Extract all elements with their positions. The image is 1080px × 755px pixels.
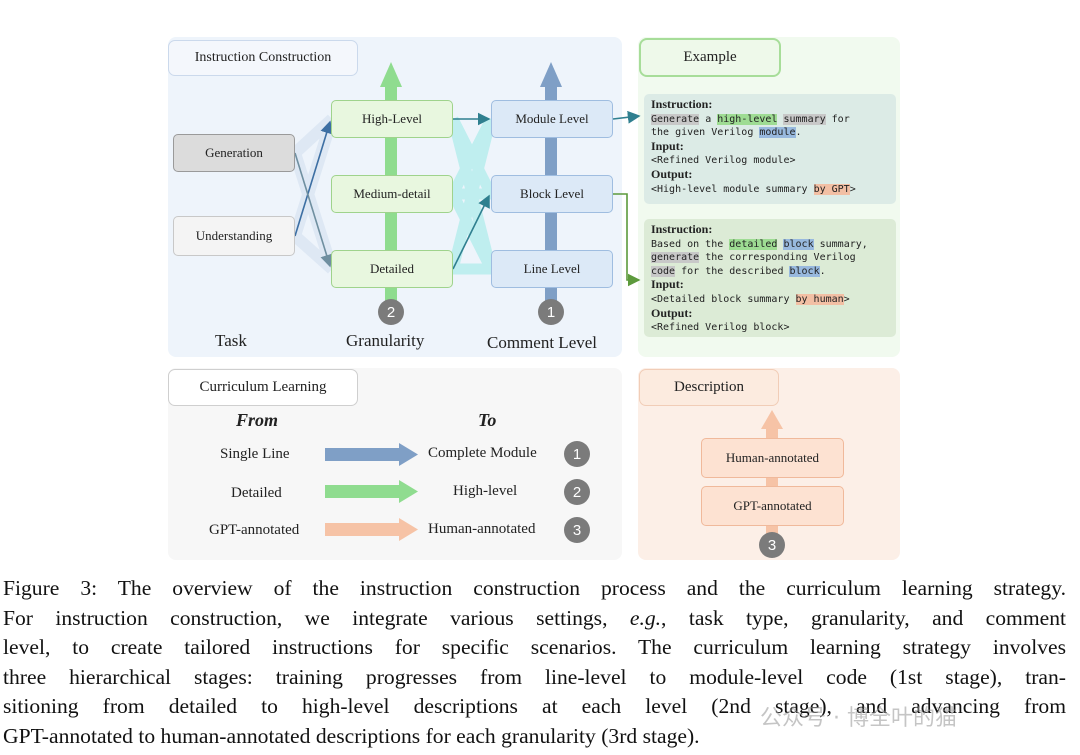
example1-output: >	[849, 183, 856, 195]
example1-word: summary	[783, 113, 826, 125]
curriculum-from-1: Single Line	[220, 446, 290, 462]
figure: Instruction Construction Example Curricu…	[168, 37, 900, 560]
example1-output-label: Output:	[651, 166, 693, 181]
task-generation-box: Generation	[173, 134, 295, 172]
example1-word: the given Verilog	[651, 127, 760, 139]
caption-line-2c: , task type, granularity, and comment	[661, 605, 1066, 630]
curriculum-learning-header: Curriculum Learning	[168, 369, 358, 406]
connector-graphics	[289, 62, 783, 541]
example2-word: summary,	[813, 238, 868, 250]
example1-word: high-level	[717, 113, 778, 125]
curriculum-to-1: Complete Module	[428, 445, 537, 461]
example-card-module: Instruction: Generate a high-level summa…	[644, 94, 896, 204]
figure-caption: Figure 3: The overview of the instructio…	[3, 574, 1066, 752]
curriculum-to-2: High-level	[453, 483, 518, 499]
example2-output-label: Output:	[651, 305, 693, 320]
description-human-annotated-box: Human-annotated	[701, 438, 844, 478]
instruction-construction-header: Instruction Construction	[168, 40, 358, 76]
granularity-axis-label: Granularity	[346, 331, 425, 350]
arrow-understanding-to-high	[294, 120, 333, 237]
example1-instruction-label: Instruction:	[651, 97, 713, 111]
example1-word: Generate	[651, 113, 700, 125]
caption-line-6: GPT-annotated to human-annotated descrip…	[3, 723, 700, 748]
curriculum-to-3: Human-annotated	[428, 521, 536, 537]
example2-word: detailed	[729, 238, 778, 250]
curriculum-from-label: From	[236, 410, 279, 430]
granularity-comment-crossbands	[447, 116, 497, 275]
example1-word: .	[795, 127, 802, 139]
example2-input: >	[843, 293, 850, 305]
granularity-stage-badge: 2	[378, 299, 404, 325]
caption-line-2a: For instruction construction, we integra…	[3, 605, 630, 630]
comment-level-axis-label: Comment Level	[487, 333, 598, 352]
description-gpt-annotated-box: GPT-annotated	[701, 486, 844, 526]
example1-input: <Refined Verilog module>	[651, 155, 796, 167]
comment-module-level-box: Module Level	[491, 100, 613, 138]
task-axis-label: Task	[215, 331, 247, 350]
example-header: Example	[639, 38, 781, 77]
caption-line-2-eg: e.g.	[629, 605, 662, 630]
curriculum-from-2: Detailed	[231, 485, 282, 501]
curriculum-stage-1-badge: 1	[564, 441, 590, 467]
curriculum-to-label: To	[478, 410, 497, 430]
example1-input-label: Input:	[651, 138, 684, 153]
watermark: 公众号 · 博全叶的猫	[760, 706, 957, 731]
caption-line-2: For instruction construction, we integra…	[3, 604, 1066, 634]
arrow-module-to-example	[612, 110, 641, 124]
comment-block-level-box: Block Level	[491, 175, 613, 213]
curriculum-stage-2-badge: 2	[564, 479, 590, 505]
example2-instruction-label: Instruction:	[651, 222, 713, 236]
caption-line-1: Figure 3: The overview of the instructio…	[3, 576, 1066, 600]
comment-stage-badge: 1	[538, 299, 564, 325]
example2-word: code	[651, 265, 676, 277]
arrow-detailed-to-block	[452, 194, 490, 270]
caption-line-4: three hierarchical stages: training prog…	[3, 664, 1066, 689]
example2-word: for the described	[675, 265, 790, 277]
task-band-lines	[289, 114, 338, 274]
caption-line-3: level, to create tailored instructions f…	[3, 635, 1066, 660]
comment-line-level-box: Line Level	[491, 250, 613, 288]
example-card-block: Instruction: Based on the detailed block…	[644, 219, 896, 337]
curriculum-arrow-3	[325, 518, 418, 541]
example2-word: the corresponding Verilog	[699, 252, 856, 264]
curriculum-arrow-1	[325, 443, 418, 466]
example2-input-source: by human	[795, 293, 844, 305]
example1-output-source: by GPT	[813, 183, 850, 195]
example2-input-label: Input:	[651, 277, 684, 292]
arrow-block-to-example	[613, 193, 641, 287]
example1-word: module	[759, 127, 796, 139]
curriculum-from-3: GPT-annotated	[209, 522, 300, 538]
example1-word: a	[699, 113, 718, 125]
example2-word: block	[789, 265, 820, 277]
example2-input: <Detailed block summary	[651, 293, 796, 305]
curriculum-arrow-2	[325, 480, 418, 503]
description-stage-badge: 3	[759, 532, 785, 558]
example2-word: generate	[651, 252, 700, 264]
arrow-generation-to-detailed	[294, 152, 333, 268]
example2-output: <Refined Verilog block>	[651, 322, 790, 334]
granularity-medium-detail-box: Medium-detail	[331, 175, 453, 213]
task-understanding-box: Understanding	[173, 216, 295, 256]
example1-output: <High-level module summary	[651, 183, 814, 195]
description-header: Description	[639, 369, 779, 406]
granularity-detailed-box: Detailed	[331, 250, 453, 288]
example2-word: .	[819, 265, 826, 277]
example1-word: for	[825, 113, 850, 125]
example2-word: Based on the	[651, 238, 730, 250]
example2-word: block	[783, 238, 814, 250]
caption-line-5: sitioning from detailed to high-level de…	[3, 694, 1066, 719]
curriculum-stage-3-badge: 3	[564, 517, 590, 543]
granularity-high-level-box: High-Level	[331, 100, 453, 138]
